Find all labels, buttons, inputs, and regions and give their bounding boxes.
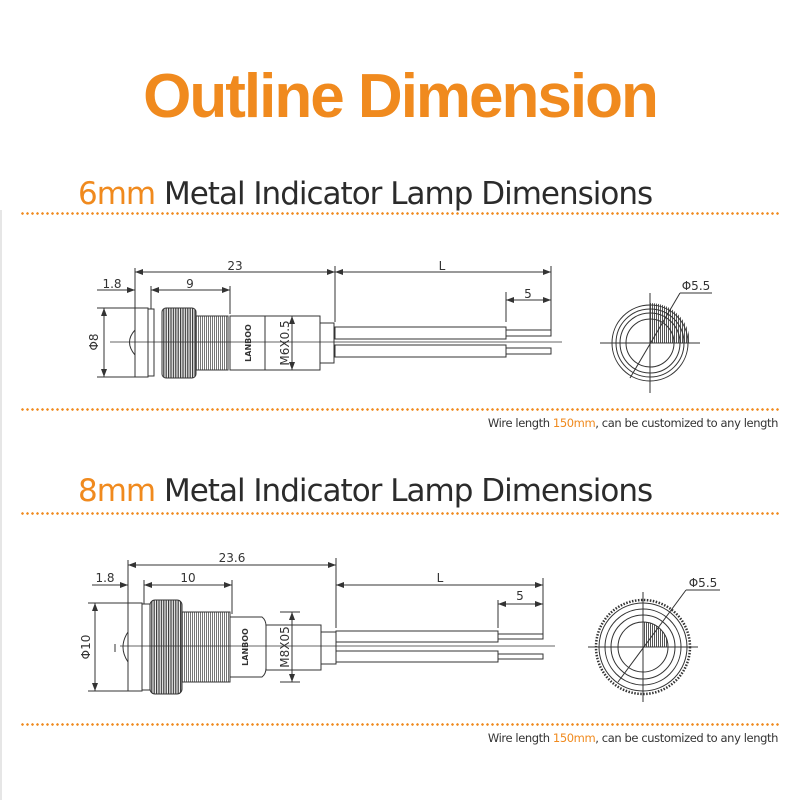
brand-mark: LANBOO [244, 324, 253, 362]
size-label: 8mm [78, 473, 156, 509]
wire-length-value: 150mm [552, 731, 596, 745]
front-view-8mm [588, 589, 720, 702]
section-heading-8mm: 8mm Metal Indicator Lamp Dimensions [78, 473, 653, 509]
dim-front-diameter: Φ5.5 [689, 576, 718, 590]
wire-length-value: 150mm [552, 416, 596, 430]
dim-nut-length: 9 [186, 277, 194, 291]
dim-thread: M6X0.5 [278, 320, 292, 365]
dim-thread: M8X05 [278, 626, 292, 667]
dim-head-diameter: Φ8 [87, 333, 101, 350]
dim-head-diameter: Φ10 [79, 635, 93, 660]
brand-mark: LANBOO [241, 628, 250, 666]
page-title: Outline Dimension [143, 62, 659, 131]
section-heading-6mm: 6mm Metal Indicator Lamp Dimensions [78, 176, 653, 212]
side-view-drawing-6mm: 23 1.8 9 L 5 Φ8 M6X0.5 LANBOO Φ5.5 [87, 259, 712, 393]
dim-strip-length: 5 [524, 287, 532, 301]
dotted-divider [20, 212, 780, 215]
front-view-6mm [600, 292, 712, 393]
dim-wire-length: L [439, 259, 446, 273]
dim-strip-length: 5 [516, 589, 524, 603]
dim-lens-depth: 1.8 [95, 571, 114, 585]
dotted-divider [20, 408, 780, 411]
heading-text: Metal Indicator Lamp Dimensions [155, 176, 653, 212]
dim-wire-length: L [437, 571, 444, 585]
dim-nut-length: 10 [180, 571, 195, 585]
dim-lens-depth: 1.8 [102, 277, 121, 291]
wire-length-note: Wire length 150mm, can be customized to … [487, 416, 779, 430]
dim-total-length: 23 [227, 259, 242, 273]
dim-front-diameter: Φ5.5 [682, 279, 711, 293]
dim-total-length: 23.6 [219, 551, 246, 565]
dotted-divider [20, 723, 780, 726]
wire-length-note: Wire length 150mm, can be customized to … [487, 731, 779, 745]
size-label: 6mm [78, 176, 156, 212]
dotted-divider [20, 512, 780, 515]
heading-text: Metal Indicator Lamp Dimensions [155, 473, 653, 509]
left-border [0, 210, 2, 800]
